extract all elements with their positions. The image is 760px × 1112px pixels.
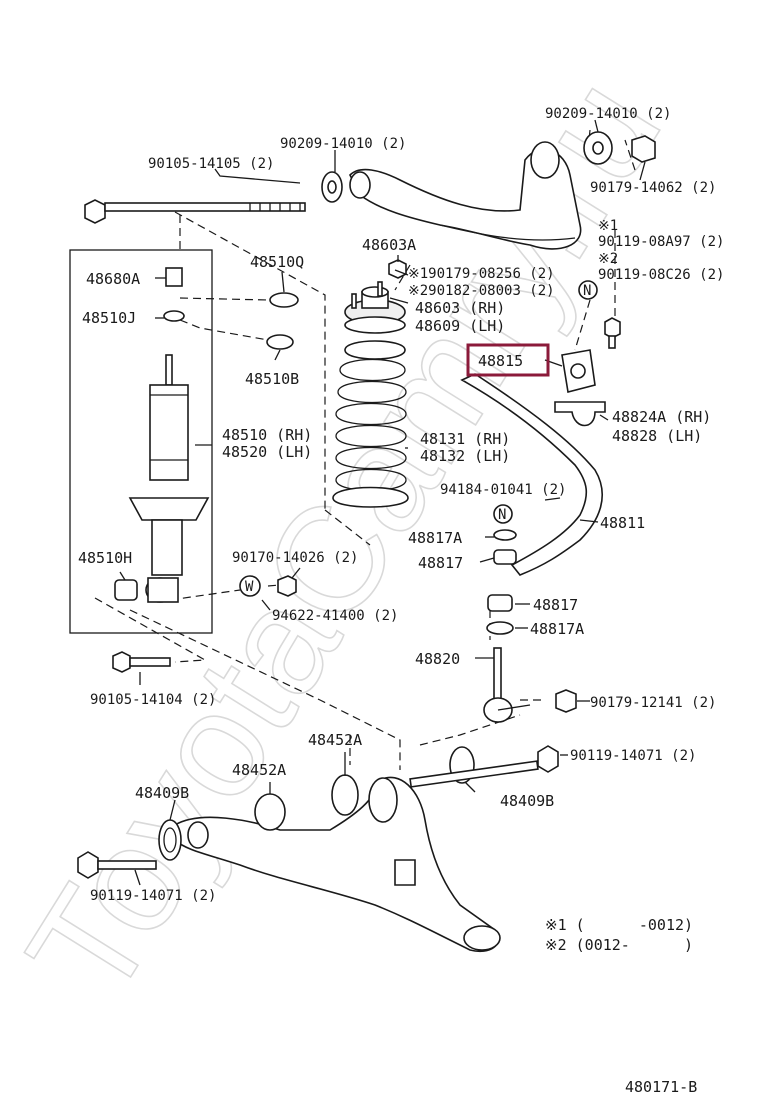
label-94622-41400: 94622-41400 (2) bbox=[272, 608, 398, 624]
nut-90179-14062 bbox=[631, 135, 656, 163]
bushing-48510J bbox=[163, 310, 185, 322]
bolt-90119-14071-right bbox=[409, 745, 559, 788]
marker-n-mid: N bbox=[493, 504, 513, 524]
bushing-48510H bbox=[114, 579, 138, 601]
label-48452A-left: 48452A bbox=[232, 761, 286, 779]
label-note1-marker: ※1 bbox=[598, 218, 618, 234]
stabilizer-bushing-48815 bbox=[561, 349, 596, 393]
label-48828-lh: 48828 (LH) bbox=[612, 427, 702, 445]
bolt-90119-08C26 bbox=[604, 317, 621, 349]
label-90105-14105: 90105-14105 (2) bbox=[148, 156, 274, 172]
label-90119-08A97: 90119-08A97 (2) bbox=[598, 234, 724, 250]
label-48510Q: 48510Q bbox=[250, 253, 304, 271]
bushing-48452A-left bbox=[254, 793, 286, 831]
label-90179-12141: 90179-12141 (2) bbox=[590, 695, 716, 711]
label-90179-14062: 90179-14062 (2) bbox=[590, 180, 716, 196]
label-90119-14071-right: 90119-14071 (2) bbox=[570, 748, 696, 764]
label-48510J: 48510J bbox=[82, 309, 136, 327]
svg-text:W: W bbox=[245, 579, 254, 595]
label-48680A: 48680A bbox=[86, 270, 140, 288]
leader-lines bbox=[119, 119, 646, 886]
nut-48603A bbox=[388, 259, 407, 279]
stabilizer-bar-48811 bbox=[460, 373, 603, 576]
shock-absorber-group-frame bbox=[69, 249, 213, 634]
bushing-48680A bbox=[165, 267, 183, 287]
retainer-48510Q bbox=[269, 292, 299, 308]
label-48811: 48811 bbox=[600, 514, 645, 532]
cushion-48817A-upper bbox=[493, 529, 517, 541]
lower-control-arm bbox=[174, 776, 501, 952]
cushion-48817A-lower bbox=[486, 621, 514, 635]
marker-w: W bbox=[239, 575, 261, 597]
svg-text:N: N bbox=[498, 507, 506, 523]
coil-spring-48131 bbox=[332, 340, 409, 508]
cushion-48817-upper bbox=[493, 549, 517, 565]
label-90209-14010-left: 90209-14010 (2) bbox=[280, 136, 406, 152]
label-48603A: 48603A bbox=[362, 236, 416, 254]
label-48817-upper: 48817 bbox=[418, 554, 463, 572]
label-48815-highlighted: 48815 bbox=[478, 352, 523, 370]
label-48609-lh: 48609 (LH) bbox=[415, 317, 505, 335]
washer-90209-14010-right bbox=[583, 131, 613, 165]
bolt-90119-14071-left bbox=[77, 851, 157, 879]
label-48603-rh: 48603 (RH) bbox=[415, 299, 505, 317]
highlight-box-48815[interactable] bbox=[466, 343, 550, 377]
cushion-48510B bbox=[266, 334, 294, 350]
label-note2-marker: ※2 bbox=[598, 251, 618, 267]
shock-absorber-48510 bbox=[128, 354, 210, 603]
stabilizer-link-48820 bbox=[483, 647, 531, 723]
suspension-support-48603 bbox=[344, 281, 406, 334]
label-48409B-right: 48409B bbox=[500, 792, 554, 810]
label-48817A-upper: 48817A bbox=[408, 529, 462, 547]
nut-90179-12141 bbox=[555, 689, 577, 713]
label-48817-lower: 48817 bbox=[533, 596, 578, 614]
label-48510B: 48510B bbox=[245, 370, 299, 388]
label-90119-14071-left: 90119-14071 (2) bbox=[90, 888, 216, 904]
label-90119-08C26: 90119-08C26 (2) bbox=[598, 267, 724, 283]
label-48131-rh: 48131 (RH) bbox=[420, 430, 510, 448]
note-1: ※1 ( -0012) bbox=[545, 916, 693, 934]
label-48520-lh: 48520 (LH) bbox=[222, 443, 312, 461]
part-labels: 90209-14010 (2) 90209-14010 (2) 90105-14… bbox=[78, 106, 724, 1096]
label-48510H: 48510H bbox=[78, 549, 132, 567]
cam-plate-48409B-left bbox=[158, 819, 182, 861]
bracket-48824A bbox=[554, 401, 606, 427]
label-90105-14104: 90105-14104 (2) bbox=[90, 692, 216, 708]
note-2: ※2 (0012- ) bbox=[545, 936, 693, 954]
bolt-90105-14104 bbox=[112, 651, 171, 673]
marker-n-top: N bbox=[578, 280, 598, 300]
label-48510-rh: 48510 (RH) bbox=[222, 426, 312, 444]
svg-text:N: N bbox=[583, 283, 591, 299]
nut-90170-14026 bbox=[277, 575, 297, 597]
label-48817A-lower: 48817A bbox=[530, 620, 584, 638]
label-48409B-left: 48409B bbox=[135, 784, 189, 802]
label-48132-lh: 48132 (LH) bbox=[420, 447, 510, 465]
bolt-90105-14105 bbox=[84, 199, 306, 224]
washer-90209-14010-left bbox=[321, 171, 343, 203]
label-48820: 48820 bbox=[415, 650, 460, 668]
cushion-48817-lower bbox=[487, 594, 513, 612]
label-48452A-right: 48452A bbox=[308, 731, 362, 749]
upper-control-arm bbox=[349, 141, 582, 250]
label-290182-08003: ※290182-08003 (2) bbox=[408, 283, 555, 299]
label-94184-01041: 94184-01041 (2) bbox=[440, 482, 566, 498]
diagram-code: 480171-B bbox=[625, 1078, 697, 1096]
label-90170-14026: 90170-14026 (2) bbox=[232, 550, 358, 566]
label-190179-08256: ※190179-08256 (2) bbox=[408, 266, 555, 282]
bushing-48452A-right bbox=[331, 774, 359, 816]
label-90209-14010-right: 90209-14010 (2) bbox=[545, 106, 671, 122]
label-48824A-rh: 48824A (RH) bbox=[612, 408, 711, 426]
